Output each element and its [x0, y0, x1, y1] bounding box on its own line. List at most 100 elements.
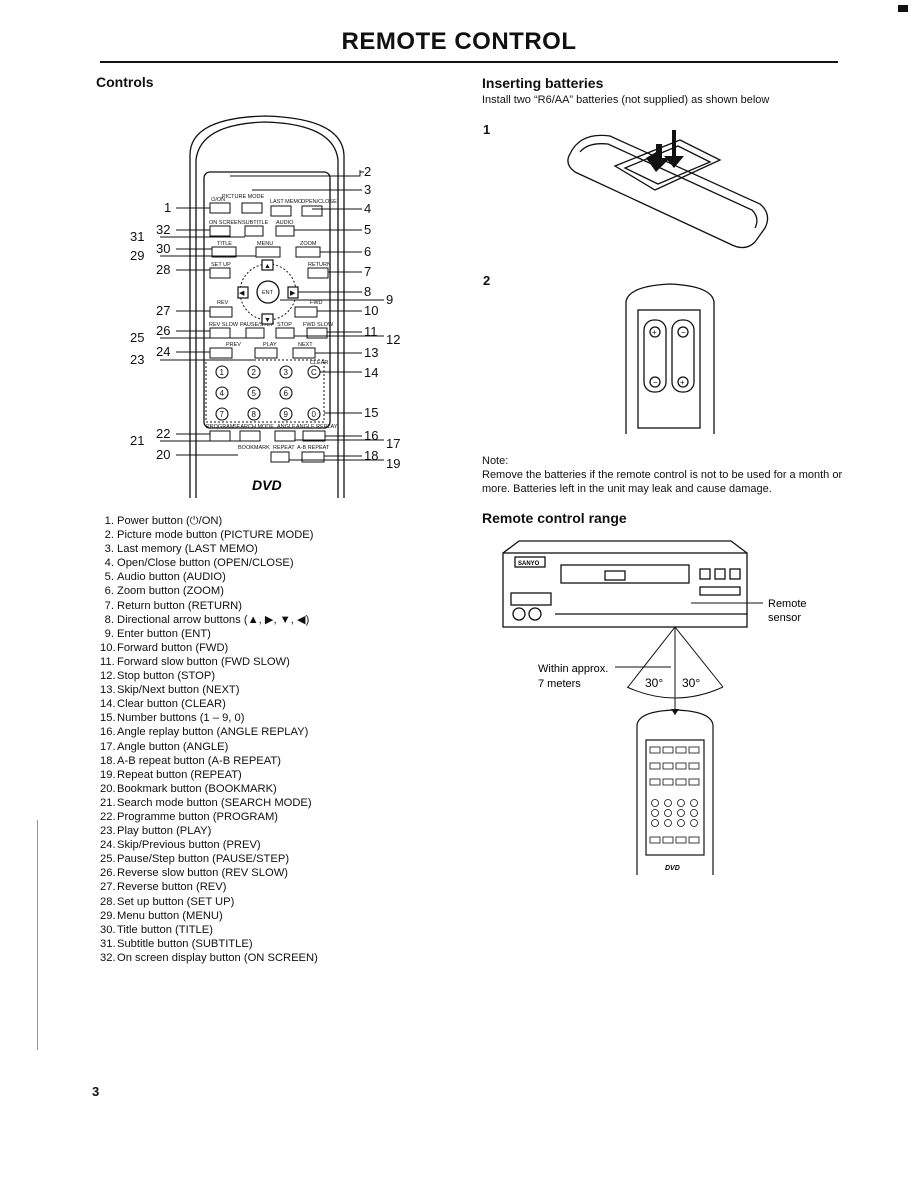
- mini-remote-key: [688, 762, 700, 770]
- controls-list-item: 12.Stop button (STOP): [100, 669, 318, 683]
- item-number: 31.: [100, 937, 116, 950]
- label-repeat: REPEAT: [273, 445, 295, 451]
- dvd-logo-left: DVD: [252, 477, 282, 493]
- callout-number: 7: [364, 264, 371, 279]
- callout-number: 20: [156, 447, 170, 462]
- item-text: Directional arrow buttons (▲, ▶, ▼, ◀): [117, 613, 310, 626]
- controls-list-item: 23.Play button (PLAY): [100, 824, 318, 838]
- digit-key: [307, 407, 321, 421]
- item-text: Forward slow button (FWD SLOW): [117, 655, 290, 668]
- page-title: REMOTE CONTROL: [341, 28, 577, 55]
- item-text: Clear button (CLEAR): [117, 698, 226, 711]
- label-pause-step: PAUSE/STEP: [240, 322, 274, 328]
- item-text: Subtitle button (SUBTITLE): [117, 937, 253, 950]
- mini-remote-key: [688, 778, 700, 786]
- item-text: On screen display button (ON SCREEN): [117, 951, 318, 964]
- item-number: 32.: [100, 951, 116, 964]
- item-number: 11.: [100, 655, 115, 668]
- label-clear: CLEAR: [310, 360, 328, 366]
- controls-list-item: 18.A-B repeat button (A-B REPEAT): [100, 754, 318, 768]
- callout-number: 6: [364, 244, 371, 259]
- item-number: 8.: [104, 613, 114, 626]
- item-number: 16.: [100, 726, 116, 739]
- item-number: 15.: [100, 712, 116, 725]
- digit-key-label: 5: [252, 389, 257, 398]
- svg-text:▼: ▼: [264, 317, 271, 324]
- callout-number: 14: [364, 365, 378, 380]
- item-text: Return button (RETURN): [117, 599, 242, 612]
- controls-list-item: 2.Picture mode button (PICTURE MODE): [100, 528, 318, 542]
- item-number: 2.: [104, 529, 114, 542]
- item-number: 19.: [100, 768, 116, 781]
- mini-remote-key: [677, 799, 685, 807]
- callout-number: 12: [386, 332, 400, 347]
- item-text: Reverse slow button (REV SLOW): [117, 867, 288, 880]
- batteries-instruction: Install two “R6/AA” batteries (not suppl…: [482, 94, 770, 106]
- mini-remote-key: [649, 746, 661, 754]
- controls-list-item: 14.Clear button (CLEAR): [100, 697, 318, 711]
- label-angle: ANGLE: [277, 424, 296, 430]
- distance-label-2: 7 meters: [538, 678, 581, 690]
- digit-key: [279, 365, 293, 379]
- controls-list-item: 17.Angle button (ANGLE): [100, 740, 318, 754]
- label-search-mode: SEARCH MODE: [233, 424, 274, 430]
- label-picture: PICTURE MODE: [222, 194, 265, 200]
- distance-label-1: Within approx.: [538, 663, 608, 675]
- page-number: 3: [92, 1084, 100, 1099]
- mini-remote-key: [664, 799, 672, 807]
- item-text: A-B repeat button (A-B REPEAT): [117, 754, 281, 767]
- corner-mark: [898, 5, 908, 12]
- item-number: 26.: [100, 867, 116, 880]
- item-text: Reverse button (REV): [117, 881, 227, 894]
- item-text: Menu button (MENU): [117, 909, 223, 922]
- controls-list-item: 11.Forward slow button (FWD SLOW): [100, 655, 318, 669]
- mini-remote-key: [664, 809, 672, 817]
- svg-text:+: +: [652, 328, 657, 337]
- item-text: Play button (PLAY): [117, 825, 212, 838]
- mini-remote-key: [690, 809, 698, 817]
- digit-key: [247, 386, 261, 400]
- controls-heading: Controls: [96, 74, 154, 90]
- label-menu: MENU: [257, 241, 273, 247]
- item-text: Pause/Step button (PAUSE/STEP): [117, 853, 290, 866]
- clear-key-label: C: [311, 368, 317, 377]
- label-next: NEXT: [298, 342, 313, 348]
- item-number: 30.: [100, 923, 116, 936]
- controls-list-item: 20.Bookmark button (BOOKMARK): [100, 782, 318, 796]
- item-number: 25.: [100, 853, 116, 866]
- controls-list-item: 3.Last memory (LAST MEMO): [100, 542, 318, 556]
- item-text: Power button (⏻/ON): [117, 515, 223, 527]
- digit-key: [247, 407, 261, 421]
- item-text: Forward button (FWD): [117, 641, 229, 654]
- mini-remote-key: [688, 836, 700, 844]
- item-number: 6.: [104, 585, 114, 598]
- callout-number: 1: [164, 200, 171, 215]
- controls-list-item: 26.Reverse slow button (REV SLOW): [100, 866, 318, 880]
- label-prev: PREV: [226, 342, 241, 348]
- angle-left-label: 30°: [645, 676, 663, 690]
- title-rule: [100, 61, 838, 63]
- controls-list-item: 31.Subtitle button (SUBTITLE): [100, 937, 318, 951]
- battery-step1-illustration: [567, 130, 769, 249]
- mini-remote-key: [677, 819, 685, 827]
- controls-list-item: 6.Zoom button (ZOOM): [100, 584, 318, 598]
- svg-text:−: −: [681, 328, 686, 337]
- item-text: Bookmark button (BOOKMARK): [117, 782, 277, 795]
- digit-key-label: 0: [312, 410, 317, 419]
- item-number: 12.: [100, 670, 116, 683]
- callout-number: 30: [156, 241, 170, 256]
- step-1-number: 1: [483, 122, 491, 137]
- digit-key: [279, 386, 293, 400]
- item-text: Stop button (STOP): [117, 670, 216, 683]
- item-text: Angle button (ANGLE): [117, 740, 229, 753]
- label-zoom: ZOOM: [300, 241, 317, 247]
- item-text: Title button (TITLE): [117, 923, 213, 936]
- item-number: 7.: [104, 599, 114, 612]
- callout-number: 2: [364, 164, 371, 179]
- callout-number: 8: [364, 284, 371, 299]
- label-audio: AUDIO: [276, 220, 294, 226]
- item-text: Repeat button (REPEAT): [117, 768, 242, 781]
- label-rev: REV: [217, 300, 229, 306]
- dvd-logo-small: DVD: [665, 865, 680, 872]
- item-number: 1.: [104, 515, 114, 527]
